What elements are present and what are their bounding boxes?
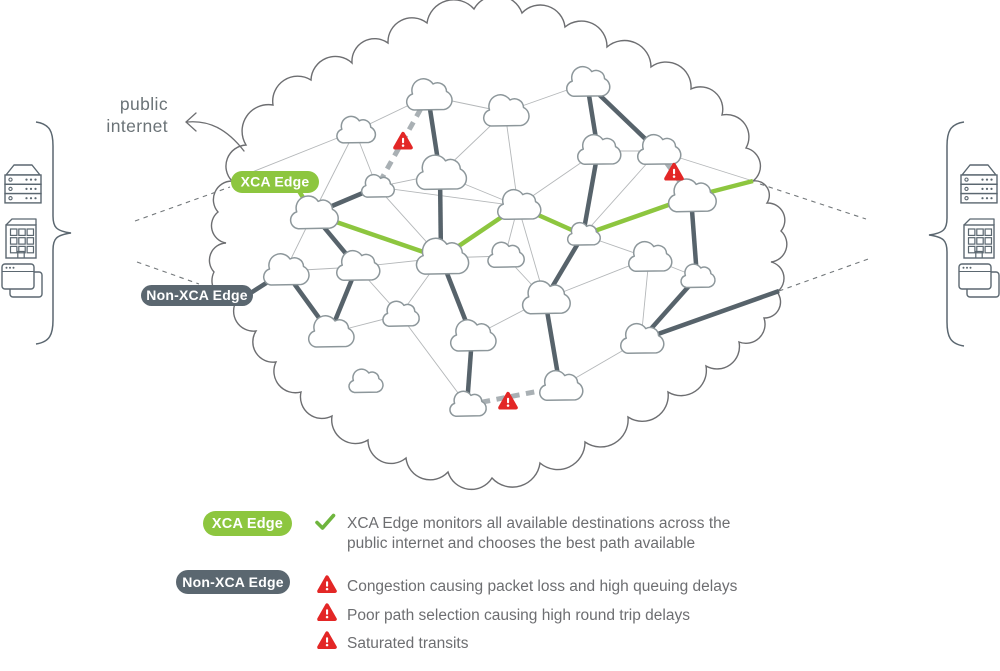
- xca-edge-badge-label: XCA Edge: [241, 174, 310, 190]
- warning-icon: [317, 575, 337, 594]
- xca-edge-badge: XCA Edge: [231, 171, 319, 193]
- legend-xca-edge-badge: XCA Edge: [203, 511, 292, 536]
- server-icon: [4, 164, 42, 204]
- legend-xca-line2: public internet and chooses the best pat…: [347, 535, 696, 552]
- public-internet-label-line2: internet: [106, 116, 168, 136]
- mesh-link: [399, 314, 468, 406]
- warning-icon: [317, 631, 337, 650]
- left-brace: [35, 121, 72, 345]
- legend-non-xca-edge-badge: Non-XCA Edge: [176, 570, 290, 594]
- endpoint-dashed-link: [136, 261, 200, 285]
- legend-xca-line1: XCA Edge monitors all available destinat…: [347, 515, 731, 532]
- backbone-link: [580, 150, 601, 236]
- warning-icon: [317, 603, 337, 622]
- legend-warning-item: Saturated transits: [347, 635, 469, 652]
- backbone-link: [640, 288, 780, 343]
- legend-xca-description: XCA Edge monitors all available destinat…: [347, 514, 730, 554]
- right-brace: [928, 121, 965, 347]
- building-icon: [5, 218, 37, 259]
- server-icon: [960, 164, 998, 204]
- building-icon: [963, 218, 995, 259]
- endpoint-dashed-link: [778, 257, 872, 292]
- browser-windows-icon: [1, 263, 43, 298]
- non-xca-edge-badge-label: Non-XCA Edge: [146, 287, 247, 303]
- endpoint-dashed-link: [759, 183, 867, 220]
- checkmark-icon: [315, 513, 336, 530]
- public-internet-arrow: [185, 112, 245, 152]
- mesh-link: [376, 186, 519, 207]
- endpoint-dashed-link: [134, 186, 231, 222]
- legend-warning-item: Congestion causing packet loss and high …: [347, 578, 738, 595]
- browser-windows-icon: [958, 263, 1000, 298]
- non-xca-edge-badge: Non-XCA Edge: [141, 285, 253, 306]
- legend-warning-item: Poor path selection causing high round t…: [347, 607, 690, 624]
- public-internet-label-line1: public: [120, 94, 168, 114]
